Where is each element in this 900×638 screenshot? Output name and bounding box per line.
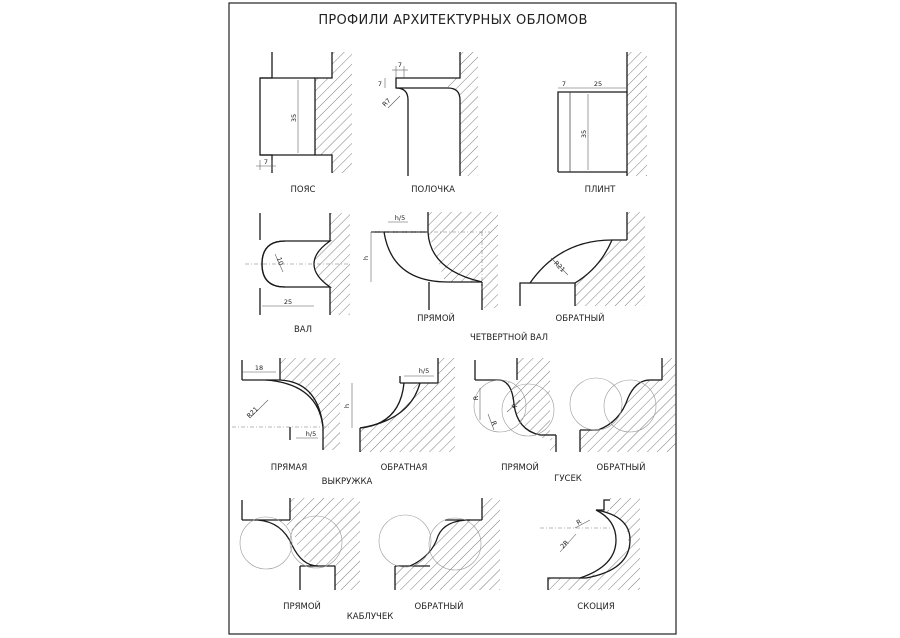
dim-vyk-rev-h: h (343, 404, 351, 408)
caption-quarter-reverse: ОБРАТНЫЙ (556, 312, 605, 324)
caption-quarter-straight: ПРЯМОЙ (417, 312, 455, 324)
profile-quarter-straight: h/5 h ПРЯМОЙ (362, 212, 498, 324)
dim-vyk-step: h/5 (306, 430, 316, 438)
dim-gusek-r1: R (472, 395, 480, 400)
dim-plint-offset: 7 (562, 80, 566, 88)
dim-plint-width: 25 (594, 80, 602, 88)
dim-vyk-rev-step: h/5 (419, 367, 429, 375)
sheet-frame (228, 2, 677, 635)
dim-poyas-offset: 7 (264, 158, 268, 166)
dim-vyk-radius: R21 (245, 405, 260, 420)
dim-gusek-r2: R (510, 402, 519, 411)
caption-plint: ПЛИНТ (585, 185, 617, 195)
dim-skotsiya-r: R (575, 517, 583, 526)
dim-quarter-h: h (362, 256, 370, 260)
caption-kabluchek-reverse: ОБРАТНЫЙ (415, 600, 464, 612)
dim-skotsiya-2r: 2R (559, 538, 571, 550)
dim-plint-height: 35 (580, 130, 588, 138)
dim-poyas-height: 35 (290, 114, 298, 122)
profile-vykruzhka-straight: 18 R21 h/5 ПРЯМАЯ (232, 358, 340, 473)
profile-val: 10 25 ВАЛ (245, 213, 350, 335)
profile-plint: 7 25 35 ПЛИНТ (557, 52, 647, 195)
page-title: ПРОФИЛИ АРХИТЕКТУРНЫХ ОБЛОМОВ (318, 13, 587, 28)
profile-polochka: 7 7 R7 ПОЛОЧКА (378, 52, 478, 195)
profile-quarter-reverse: R21 ОБРАТНЫЙ (519, 212, 645, 324)
dim-val-width: 25 (284, 298, 292, 306)
group-caption-vykruzhka: ВЫКРУЖКА (322, 477, 373, 487)
dim-vyk-width: 18 (255, 364, 263, 372)
caption-gusek-reverse: ОБРАТНЫЙ (597, 461, 646, 473)
group-caption-kabluchek: КАБЛУЧЕК (347, 612, 393, 622)
profile-skotsiya: R 2R СКОЦИЯ (540, 498, 640, 612)
dim-polochka-width: 7 (398, 61, 402, 69)
dim-val-radius: 10 (275, 256, 285, 267)
dim-quarter-step: h/5 (395, 214, 405, 222)
dim-polochka-height: 7 (378, 80, 382, 88)
dim-gusek-r3: R (489, 420, 498, 427)
profile-kabluchek-straight: ПРЯМОЙ (239, 498, 360, 612)
caption-polochka: ПОЛОЧКА (411, 185, 455, 195)
dim-polochka-radius: R7 (381, 97, 393, 109)
caption-kabluchek-straight: ПРЯМОЙ (283, 600, 321, 612)
profile-gusek-reverse: ОБРАТНЫЙ (569, 358, 676, 473)
caption-vyk-reverse: ОБРАТНАЯ (381, 463, 428, 473)
profile-vykruzhka-reverse: h/5 h ОБРАТНАЯ (343, 358, 455, 473)
caption-val: ВАЛ (294, 325, 312, 335)
profile-kabluchek-reverse: ОБРАТНЫЙ (378, 498, 500, 612)
group-caption-quarter: ЧЕТВЕРТНОЙ ВАЛ (470, 331, 548, 343)
group-caption-gusek: ГУСЕК (554, 474, 582, 484)
caption-gusek-straight: ПРЯМОЙ (501, 461, 539, 473)
caption-skotsiya: СКОЦИЯ (577, 602, 615, 612)
profile-gusek-straight: R R R ПРЯМОЙ (472, 358, 557, 473)
caption-poyas: ПОЯС (291, 185, 316, 195)
profile-poyas: 35 7 ПОЯС (256, 52, 352, 195)
caption-vyk-straight: ПРЯМАЯ (271, 463, 308, 473)
